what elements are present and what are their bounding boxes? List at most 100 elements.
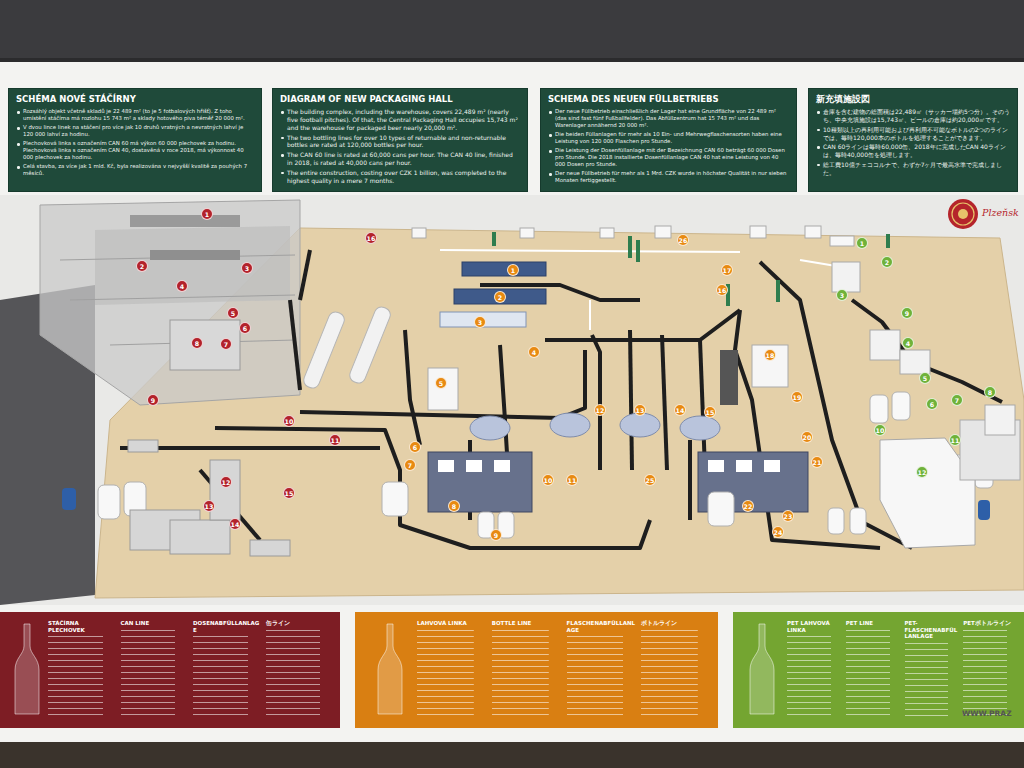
legend-column: PET LINE (846, 620, 901, 720)
storage-tank (382, 482, 408, 516)
storage-tank (870, 395, 888, 423)
legend-column: DOSENABFÜLLANLAGE (193, 620, 262, 720)
conveyor-belt (630, 330, 632, 470)
flash-pasteuriser (348, 305, 393, 385)
pet-line-machines (985, 405, 1015, 435)
conveyor-belt (852, 300, 1002, 402)
left-building (40, 200, 300, 405)
green-post (776, 280, 780, 302)
callout-number: 16 (716, 284, 728, 296)
room-background (0, 195, 1024, 605)
callout-number: 9 (490, 529, 502, 541)
brand-seal (952, 203, 974, 225)
callout-number: 12 (220, 476, 232, 488)
brand-seal (948, 199, 978, 229)
machine-block (440, 312, 526, 327)
pet-line-machines (832, 262, 860, 292)
pasteuriser-building (736, 460, 752, 472)
conveyor-belt (700, 340, 705, 470)
callout-number: 21 (811, 456, 823, 468)
callout-number: 20 (801, 431, 813, 443)
callout-number: 13 (203, 500, 215, 512)
left-building (70, 295, 295, 300)
bottle-icon (12, 622, 42, 718)
conveyor-thin (440, 250, 740, 252)
green-post (886, 234, 890, 248)
callout-number: 18 (764, 349, 776, 361)
item-list-lines (48, 636, 117, 720)
column-heading: LAHVOVÁ LINKA (417, 620, 488, 627)
panel-heading: SCHEMA DES NEUEN FÜLLBETRIEBS (548, 94, 775, 104)
pet-blow-moulder (880, 420, 1020, 548)
legend-column: CAN LINE (121, 620, 190, 720)
conveyor-belt (662, 335, 667, 470)
storage-tank (850, 508, 866, 534)
left-machinery (250, 540, 290, 556)
pasteuriser-building (428, 452, 808, 512)
green-post (492, 232, 890, 306)
filler-machine (470, 416, 510, 440)
callout-number: 22 (742, 500, 754, 512)
callout-number: 2 (881, 256, 893, 268)
flash-pasteuriser (302, 310, 347, 390)
callout-number: 9 (901, 307, 913, 319)
callout-number: 10 (874, 424, 886, 436)
info-panel: SCHÉMA NOVÉ STÁČÍRNYRozsáhlý objekt včet… (8, 88, 262, 192)
storage-tank (828, 508, 844, 534)
callout-number: 7 (404, 459, 416, 471)
left-building (40, 200, 300, 405)
panel-paragraph: 倉庫を含む建物の総面積は22,489㎡（サッカー場約5つ分）。そのうち、中央充填… (823, 108, 1010, 124)
top-machines (520, 228, 534, 238)
panel-paragraph: 10種類以上の再利用可能および再利用不可能なボトルの2つのラインでは、毎時120… (823, 126, 1010, 142)
conveyor-thin (440, 250, 860, 330)
conveyor-belt (120, 250, 1002, 548)
conveyor-belt (405, 330, 420, 445)
panel-paragraph: The entire construction, costing over CZ… (287, 169, 520, 185)
brand-seal (948, 199, 978, 229)
panel-paragraph: Der neue Füllbetrieb für mehr als 1 Mrd.… (555, 170, 789, 184)
blue-drum (62, 488, 76, 510)
brand-name: Plzeňsk (982, 207, 1019, 218)
column-heading: PETボトルライン (963, 620, 1018, 627)
top-machines (830, 236, 854, 246)
top-machines (750, 226, 766, 238)
callout-number: 11 (566, 474, 578, 486)
pasteuriser-building (438, 460, 454, 472)
callout-number: 4 (176, 280, 188, 292)
callout-number: 5 (227, 307, 239, 319)
panel-paragraph: Plechovková linka s označením CAN 60 má … (23, 140, 254, 161)
panel-paragraph: Celá stavba, za více jak 1 mld. Kč, byla… (23, 163, 254, 177)
panel-paragraph: The CAN 60 line is rated at 60,000 cans … (287, 151, 520, 167)
item-list-lines (266, 630, 335, 720)
panel-paragraph: Die beiden Füllanlagen für mehr als 10 E… (555, 131, 789, 145)
top-machines (600, 228, 614, 238)
filler-machine (550, 413, 590, 437)
legend-column: PETボトルライン (963, 620, 1018, 720)
pasteuriser-building (494, 460, 510, 472)
conveyor-belt (120, 446, 380, 450)
legend-column: PET LAHVOVÁ LINKA (787, 620, 842, 720)
legend-column: LAHVOVÁ LINKA (417, 620, 488, 720)
column-heading: PET LINE (846, 620, 901, 627)
machine-block (720, 350, 738, 405)
storage-tank (892, 392, 910, 420)
callout-number: 7 (951, 394, 963, 406)
column-heading: ボトルライン (641, 620, 712, 627)
legend-column: ボトルライン (641, 620, 712, 720)
green-post (492, 232, 496, 246)
conveyor-belt (545, 310, 740, 340)
web-address: WWW.PRAZ (962, 709, 1012, 718)
callout-number: 15 (283, 487, 295, 499)
top-machines (655, 226, 671, 238)
left-building (95, 226, 290, 305)
bottle-icon (750, 624, 774, 714)
callout-number: 6 (239, 322, 251, 334)
bottle-icon (375, 622, 405, 718)
callout-number: 13 (634, 404, 646, 416)
pasteuriser-building (708, 460, 724, 472)
legend-panel: STÁČÍRNA PLECHOVEKCAN LINEDOSENABFÜLLANL… (0, 612, 340, 728)
callout-number: 5 (435, 377, 447, 389)
callout-number: 8 (448, 500, 460, 512)
blue-drum (978, 500, 990, 520)
